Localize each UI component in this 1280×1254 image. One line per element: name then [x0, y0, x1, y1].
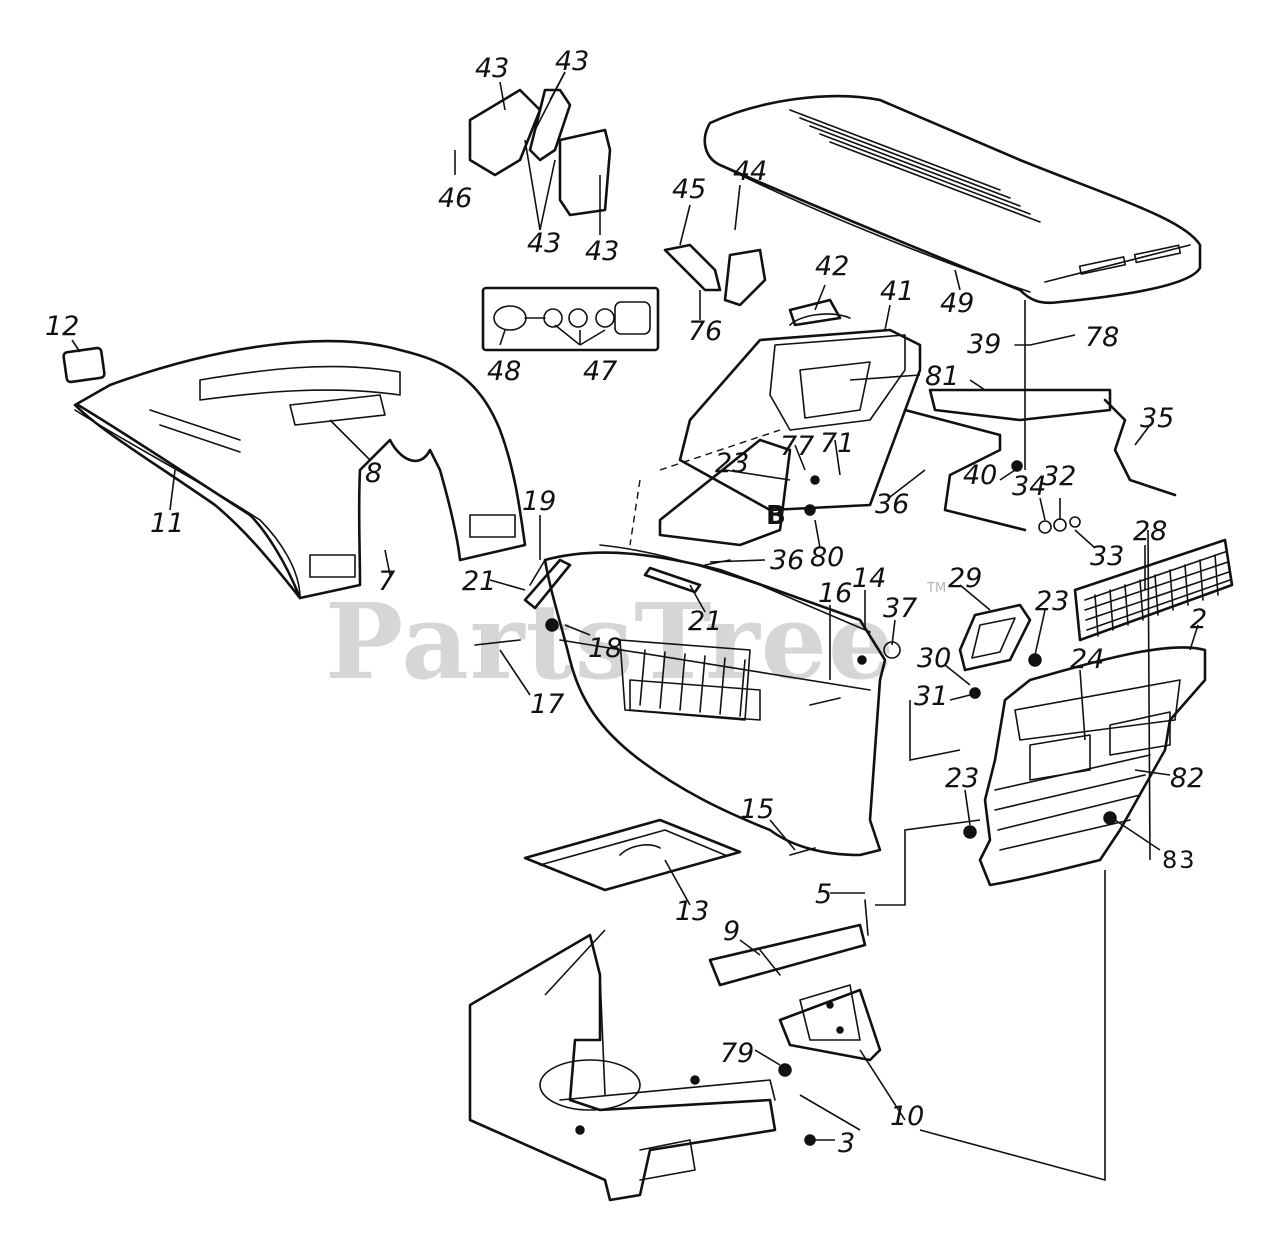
callout-78: 78 [1085, 322, 1119, 353]
support-bracket-part[interactable] [708, 923, 867, 987]
callout-43: 43 [527, 228, 561, 259]
callout-47: 47 [583, 356, 617, 387]
callout-39: 39 [967, 329, 1001, 360]
plate-part[interactable] [523, 818, 742, 892]
callout-35: 35 [1140, 403, 1174, 434]
callout-9: 9 [723, 916, 740, 947]
pad-part[interactable] [62, 346, 106, 384]
callout-81: 81 [925, 361, 959, 392]
callout-45: 45 [672, 174, 706, 205]
dash-panel-part[interactable] [678, 313, 922, 512]
nose-part[interactable] [978, 646, 1207, 887]
ignition-bracket-part[interactable] [468, 88, 612, 217]
callout-2: 2 [1190, 604, 1207, 635]
callout-3: 3 [838, 1128, 855, 1159]
callout-10: 10 [890, 1101, 924, 1132]
callout-36: 36 [770, 545, 804, 576]
callout-16: 16 [818, 578, 852, 609]
watermark-tm: TM [926, 581, 946, 596]
callout-24: 24 [1070, 644, 1104, 675]
callout-80: 80 [810, 542, 844, 573]
callout-8: 8 [365, 458, 382, 489]
callout-76: 76 [688, 316, 722, 347]
callout-18: 18 [588, 633, 622, 664]
callout-49: 49 [940, 288, 974, 319]
callout-32: 32 [1042, 461, 1076, 492]
callout-43: 43 [475, 53, 509, 84]
hardware-bolts [474, 344, 1117, 1146]
fender-seal-part[interactable] [76, 403, 302, 600]
callout-79: 79 [720, 1038, 754, 1069]
callout-36: 36 [875, 489, 909, 520]
callout-23: 23 [1035, 586, 1069, 617]
callout-B: B [766, 501, 786, 531]
callout-23: 23 [945, 763, 979, 794]
callout-5: 5 [815, 879, 832, 910]
front-panel-part[interactable] [543, 544, 887, 857]
frame-part[interactable] [468, 933, 777, 1202]
callout-14: 14 [852, 563, 886, 594]
callout-11: 11 [150, 508, 184, 539]
lever-part[interactable] [663, 243, 842, 327]
callout-31: 31 [914, 681, 948, 712]
callout-29: 29 [948, 563, 982, 594]
callout-19: 19 [522, 486, 556, 517]
grille-part[interactable] [1073, 538, 1234, 642]
callout-34: 34 [1012, 471, 1046, 502]
callout-17: 17 [530, 689, 564, 720]
callout-21: 21 [688, 606, 722, 637]
callout-82: 82 [1170, 763, 1204, 794]
hood-part[interactable] [703, 94, 1202, 305]
callout-15: 15 [740, 794, 774, 825]
callout-48: 48 [487, 356, 521, 387]
callout-43: 43 [555, 46, 589, 77]
callout-12: 12 [45, 311, 79, 342]
brace-part[interactable] [903, 388, 1177, 532]
bracket-plate-part[interactable] [778, 984, 882, 1062]
dash-plate-part[interactable] [629, 429, 792, 547]
callout-21: 21 [462, 566, 496, 597]
callout-7: 7 [378, 566, 395, 597]
callout-labels: 43 43 43 43 46 45 44 42 41 49 48 47 76 7… [45, 46, 1207, 1159]
callout-40: 40 [963, 460, 997, 491]
callout-71: 71 [820, 428, 854, 459]
callout-30: 30 [917, 643, 951, 674]
fender-part[interactable] [73, 339, 527, 600]
callout-41: 41 [880, 276, 914, 307]
assembly-lines [544, 300, 1151, 1182]
callout-44: 44 [733, 156, 767, 187]
headlight-bracket-part[interactable] [958, 603, 1032, 672]
callout-42: 42 [815, 251, 849, 282]
callout-37: 37 [883, 593, 917, 624]
callout-28: 28 [1133, 516, 1167, 547]
callout-13: 13 [675, 896, 709, 927]
callout-77: 77 [780, 431, 814, 462]
callout-23: 23 [715, 448, 749, 479]
callout-83: 83 [1162, 846, 1197, 874]
callout-43: 43 [585, 236, 619, 267]
callout-46: 46 [438, 183, 472, 214]
watermark-text: PartsTree [325, 580, 895, 703]
callout-33: 33 [1090, 541, 1124, 572]
side-strip-part[interactable] [523, 558, 702, 610]
leader-lines [71, 71, 1199, 1141]
key-switch-part[interactable] [481, 286, 660, 352]
watermark: PartsTree TM [325, 580, 946, 703]
